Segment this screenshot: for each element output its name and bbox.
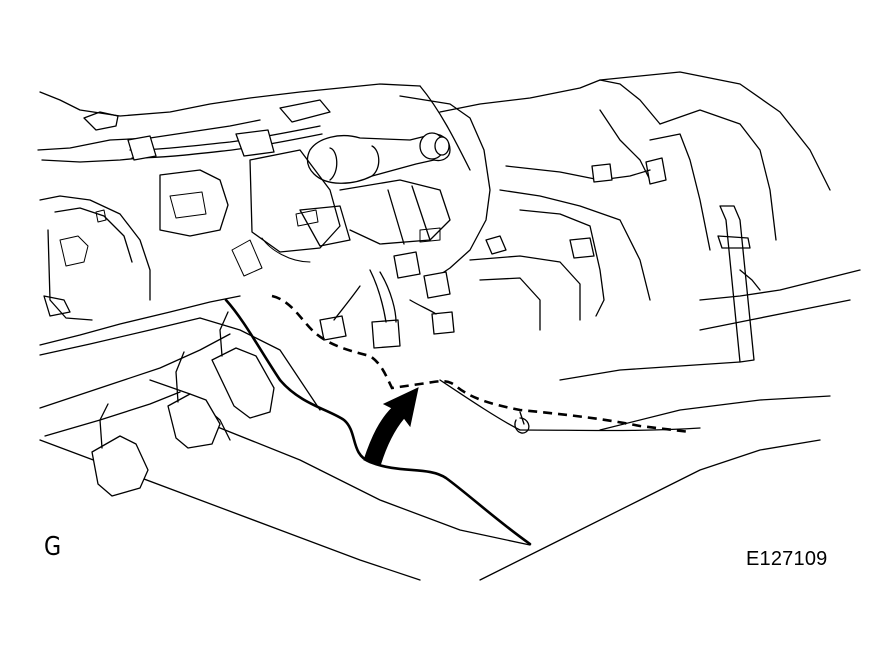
column-connectors: [295, 209, 455, 349]
floor-outline: [39, 317, 831, 581]
upper-harness: [83, 99, 331, 161]
floor-clip: [514, 411, 530, 434]
routed-wire: [224, 298, 532, 546]
figure-id: E127109: [746, 548, 828, 570]
pedals: [91, 311, 275, 497]
tool-rod: [699, 205, 861, 363]
view-label: G: [44, 532, 62, 562]
instrument-panel-lower: [37, 83, 421, 437]
right-side-panel: [439, 71, 831, 331]
steering-column: [231, 85, 491, 281]
hidden-wire: [271, 294, 691, 434]
curved-arrow-icon: [363, 387, 419, 467]
